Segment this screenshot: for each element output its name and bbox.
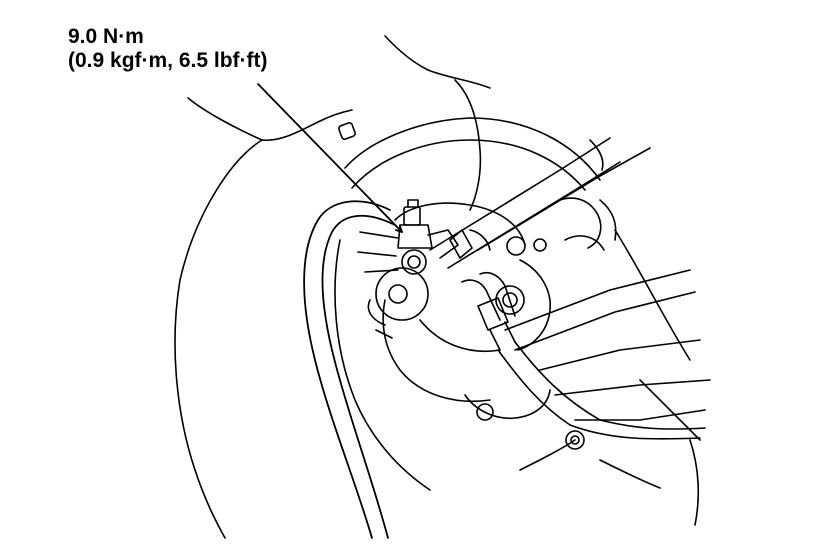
torque-spec-alternate-units: (0.9 kgf·m, 6.5 lbf·ft) bbox=[68, 49, 268, 72]
brake-hose-fitting bbox=[450, 230, 705, 439]
torque-spec-nm: 9.0 N·m bbox=[68, 25, 144, 48]
brake-disc bbox=[335, 118, 700, 525]
suspension-arms bbox=[430, 138, 710, 420]
brake-line bbox=[304, 201, 395, 538]
torque-leader-line bbox=[258, 84, 402, 232]
wheel-well-outline bbox=[175, 36, 490, 538]
bleeder-cap-icon bbox=[338, 122, 356, 140]
wheel-hub bbox=[368, 268, 428, 338]
